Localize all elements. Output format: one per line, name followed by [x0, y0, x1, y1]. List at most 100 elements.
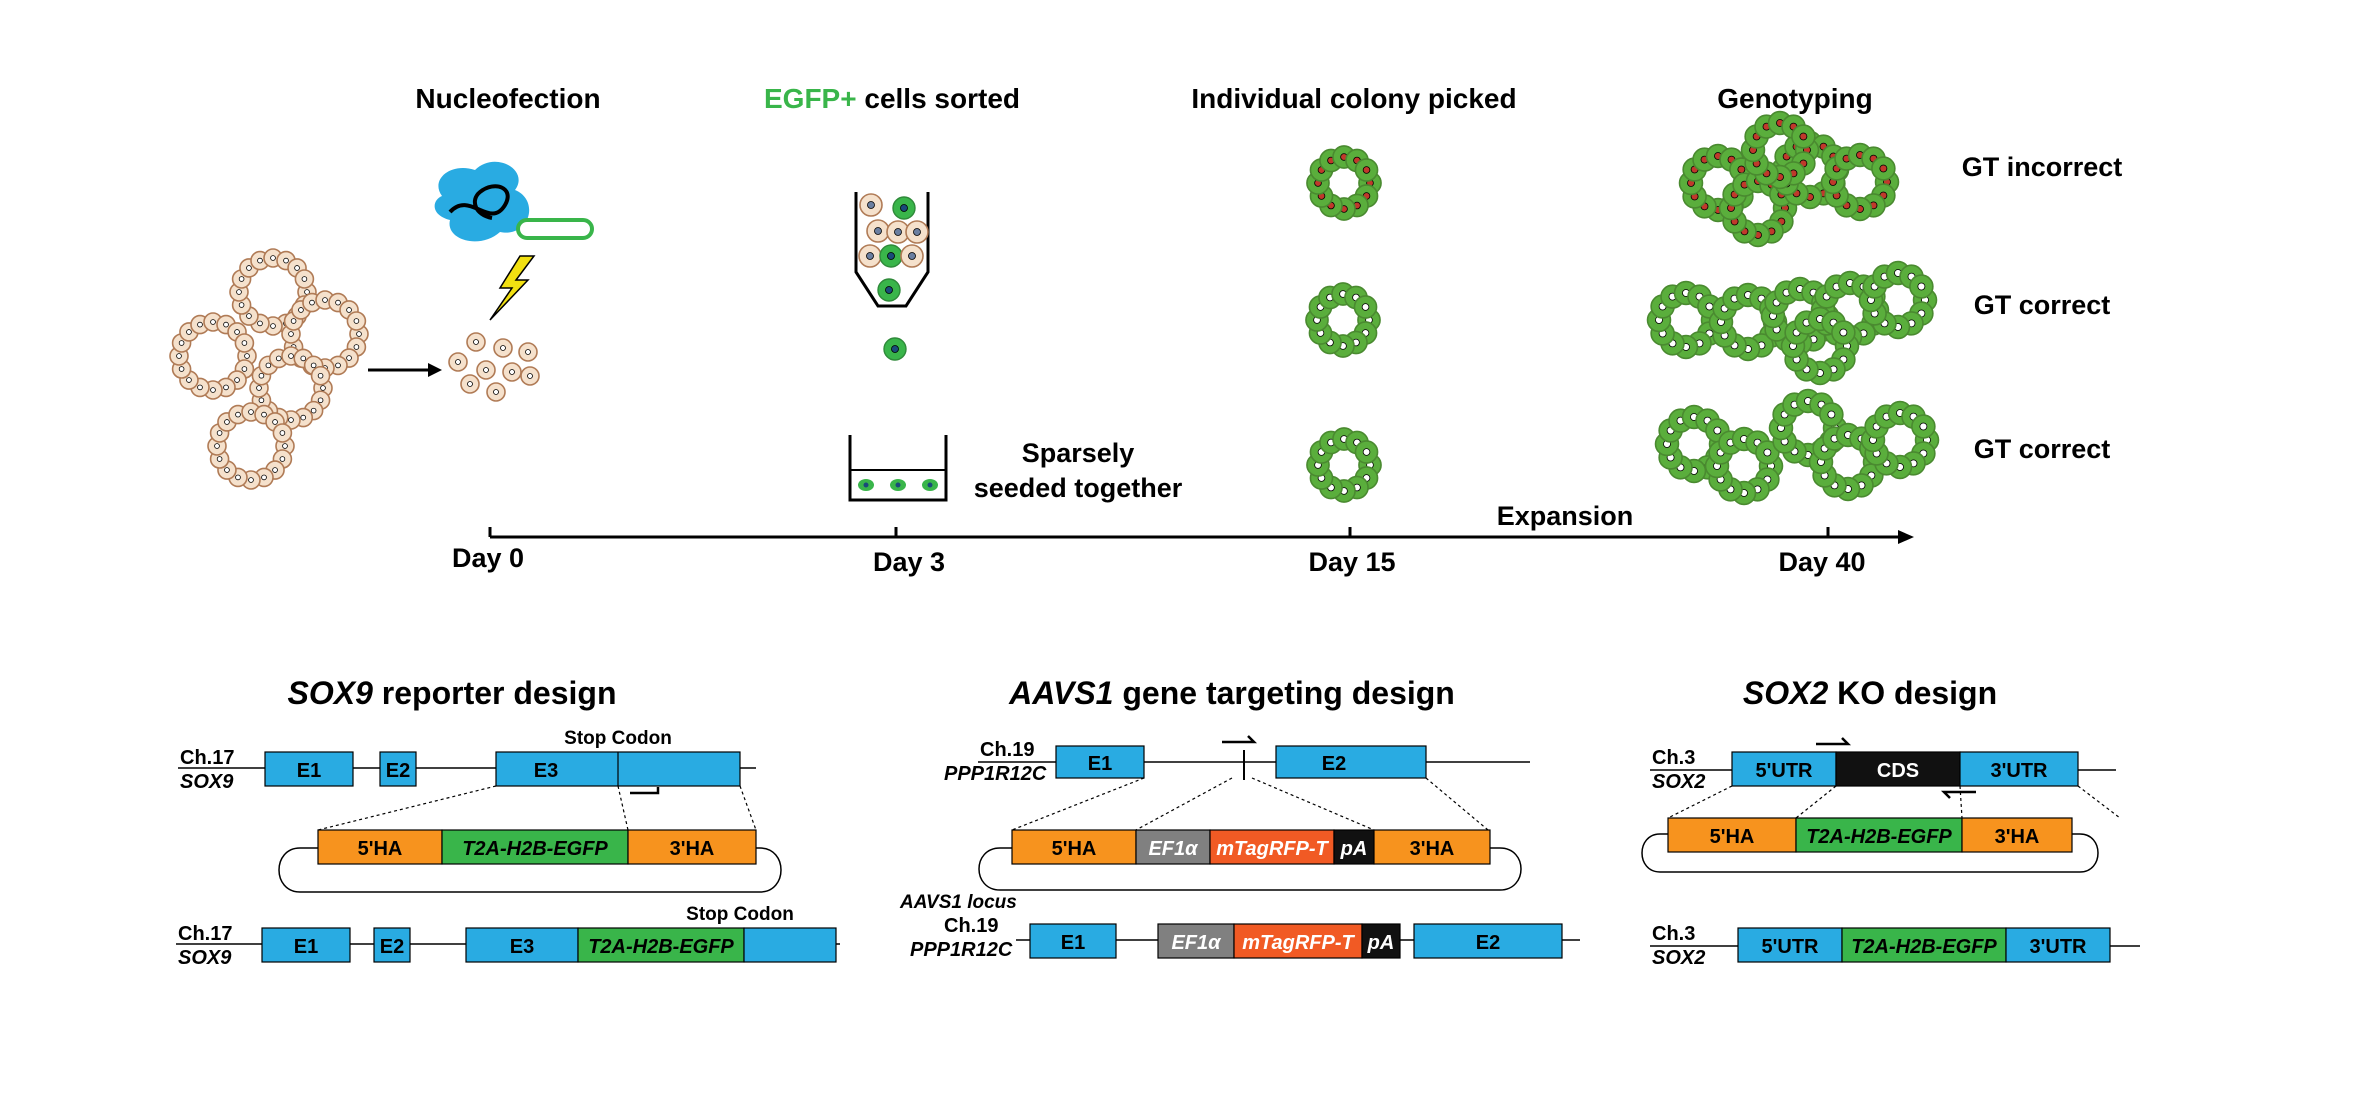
sox2-donor-5ha-label: 5'HA	[1710, 826, 1755, 848]
sox2-gene-label: SOX2	[1652, 771, 1705, 793]
aavs1-targeted-ef1a	[1157, 923, 1235, 959]
cas9-rnp-icon	[434, 161, 530, 242]
step-title-sorted-rest: cells sorted	[857, 83, 1020, 114]
timeline-axis	[488, 527, 1914, 544]
sox9-targeted-exon-e1	[261, 927, 351, 963]
step-title-nucleofection: Nucleofection	[415, 83, 600, 114]
aavs1-donor-pa	[1333, 829, 1375, 865]
picked-colonies-icon	[1305, 145, 1382, 503]
sox9-targeted-e1-label: E1	[294, 936, 318, 958]
step-title-colony-picked: Individual colony picked	[1191, 83, 1516, 114]
sox2-targeted-5utr-label: 5'UTR	[1762, 936, 1820, 958]
day-label-40: Day 40	[1778, 547, 1865, 577]
day-label-15: Day 15	[1308, 547, 1395, 577]
seed-label-line2: seeded together	[974, 473, 1183, 503]
aavs1-donor-pa-label: pA	[1340, 838, 1368, 860]
aavs1-chrom-label: Ch.19	[980, 739, 1034, 761]
aavs1-donor-rfp-label: mTagRFP-T	[1216, 838, 1329, 860]
sox9-gene-label: SOX9	[180, 771, 234, 793]
sox2-targeted-chrom-label: Ch.3	[1652, 923, 1695, 945]
aavs1-targeted-pa-label: pA	[1367, 932, 1395, 954]
sox2-targeted-3utr	[2005, 927, 2111, 963]
sox2-design-panel: SOX2 KO design Ch.3 SOX2 5'UTR CDS 3'UTR…	[1641, 675, 2140, 969]
sox9-targeted-stop-codon-label: Stop Codon	[686, 904, 794, 925]
aavs1-targeted-rfp-label: mTagRFP-T	[1242, 932, 1355, 954]
sox9-donor-plasmid-backbone	[278, 847, 782, 893]
aavs1-donor-3ha-label: 3'HA	[1410, 838, 1455, 860]
day-label-0: Day 0	[452, 543, 524, 573]
aavs1-donor-5ha-label: 5'HA	[1052, 838, 1097, 860]
day-label-3: Day 3	[873, 547, 945, 577]
sox2-targeted-egfp-label: T2A-H2B-EGFP	[1851, 936, 1997, 958]
aavs1-donor-ef1a	[1135, 829, 1211, 865]
genotype-result-3: GT correct	[1974, 434, 2111, 464]
sox9-targeted-e3-label: E3	[510, 936, 534, 958]
sox9-donor-egfp	[441, 829, 629, 865]
sox9-stop-codon-label: Stop Codon	[564, 728, 672, 749]
lightning-icon	[489, 255, 536, 321]
aavs1-title-gene: AAVS1	[1008, 675, 1113, 711]
sox9-chrom-label: Ch.17	[180, 747, 234, 769]
aavs1-targeted-exon-e2	[1413, 923, 1563, 959]
sox9-targeted-exon-e2	[373, 927, 411, 963]
genotype-result-1: GT incorrect	[1962, 152, 2123, 182]
egfp-accent-text: EGFP+	[764, 83, 857, 114]
sox9-exon-e2	[379, 751, 417, 787]
genotype-result-2: GT correct	[1974, 290, 2111, 320]
aavs1-donor-plasmid-backbone	[978, 847, 1522, 891]
aavs1-e1-label: E1	[1088, 753, 1112, 775]
aavs1-targeted-gene-label: PPP1R12C	[910, 939, 1013, 961]
aavs1-targeted-exon-e1	[1029, 923, 1117, 959]
sox2-donor-plasmid-backbone	[1641, 833, 2099, 873]
sox2-cds-label: CDS	[1877, 760, 1919, 782]
aavs1-primer-icon	[1222, 735, 1258, 744]
aavs1-gene-label: PPP1R12C	[944, 763, 1047, 785]
aavs1-design-panel: AAVS1 gene targeting design Ch.19 PPP1R1…	[899, 675, 1580, 961]
sox2-donor-3ha-label: 3'HA	[1995, 826, 2040, 848]
sox9-e1-label: E1	[297, 760, 321, 782]
sox2-forward-primer-icon	[1816, 737, 1852, 746]
aavs1-exon-e2	[1275, 745, 1427, 779]
sox9-donor-3ha	[627, 829, 757, 865]
expansion-label: Expansion	[1497, 501, 1634, 531]
sox9-targeted-exon-tail	[743, 927, 837, 963]
sox2-3utr-label: 3'UTR	[1991, 760, 2049, 782]
sox9-exon-e1	[264, 751, 354, 787]
sox9-design-title: SOX9 reporter design	[288, 675, 617, 711]
aavs1-targeted-pa	[1361, 923, 1401, 959]
expanded-colonies-icon	[1646, 110, 1940, 506]
sox9-targeted-egfp	[577, 927, 745, 963]
sox9-donor-5ha-label: 5'HA	[358, 838, 403, 860]
donor-plasmid-icon	[516, 218, 594, 240]
sox2-donor-3ha	[1961, 817, 2073, 853]
sox9-design-panel: SOX9 reporter design Ch.17 SOX9 E1 E2 E3…	[176, 675, 840, 969]
sox2-donor-egfp	[1795, 817, 1963, 853]
aavs1-targeted-chrom-label: Ch.19	[944, 915, 998, 937]
aavs1-exon-e1	[1055, 745, 1145, 779]
seed-label-line1: Sparsely	[1022, 438, 1135, 468]
aavs1-title-rest: gene targeting design	[1113, 675, 1454, 711]
culture-dish-icon	[848, 435, 948, 502]
sox9-targeted-egfp-label: T2A-H2B-EGFP	[588, 936, 734, 958]
sox9-donor-5ha	[317, 829, 443, 865]
sorted-cells-icon	[858, 193, 929, 361]
aavs1-donor-3ha	[1373, 829, 1491, 865]
aavs1-donor-ef1a-label: EF1α	[1148, 838, 1199, 860]
aavs1-e2-label: E2	[1322, 753, 1346, 775]
organoid-cluster-icon	[169, 248, 369, 490]
aavs1-locus-label: AAVS1 locus	[899, 892, 1017, 913]
sox2-donor-egfp-label: T2A-H2B-EGFP	[1806, 826, 1952, 848]
sox2-design-title: SOX2 KO design	[1743, 675, 1997, 711]
sox2-targeted-gene-label: SOX2	[1652, 947, 1705, 969]
aavs1-targeted-e1-label: E1	[1061, 932, 1085, 954]
sox2-targeted-5utr	[1737, 927, 1843, 963]
aavs1-targeted-rfp	[1233, 923, 1363, 959]
sox9-targeted-chrom-label: Ch.17	[178, 923, 232, 945]
sox9-title-rest: reporter design	[373, 675, 617, 711]
sox2-5utr-label: 5'UTR	[1756, 760, 1814, 782]
sox9-targeted-gene-label: SOX9	[178, 947, 232, 969]
aavs1-targeted-ef1a-label: EF1α	[1171, 932, 1222, 954]
sox2-targeted-3utr-label: 3'UTR	[2030, 936, 2088, 958]
sox9-title-gene: SOX9	[288, 675, 374, 711]
